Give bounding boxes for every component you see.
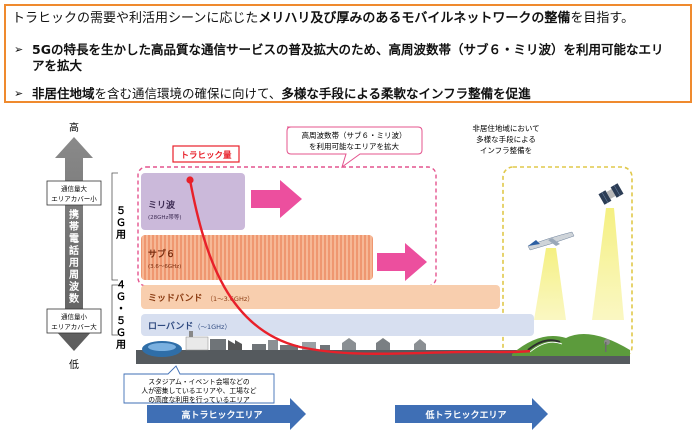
traffic-label: トラヒック量 [172,145,240,163]
stadium-callout-line-3: の高度な利用を行っているエリア [148,395,250,404]
high-traffic-area-arrow: 高トラヒックエリア [147,398,306,430]
frequency-axis-arrow [55,137,93,351]
high-traffic-area-label: 高トラヒックエリア [181,409,262,421]
expansion-callout-line-1: 高周波数帯（サブ６・ミリ波） [302,130,407,140]
label-5g: ５Ｇ用 [115,205,126,241]
headline-text-1: トラヒックの需要や利活用シーンに応じた [12,11,259,26]
top-box-line-2: エリアカバー小 [51,194,97,203]
headline: トラヒックの需要や利活用シーンに応じたメリハリ及び厚みのあるモバイルネットワーク… [12,10,688,27]
stadium-callout-line-1: スタジアム・イベント会場などの [148,377,250,386]
axis-top-label: 高 [69,121,79,134]
band-midband-range: （1～3.6GHz） [206,295,253,303]
low-traffic-area-arrow: 低トラヒックエリア [395,398,548,430]
sub6-expand-arrow [377,243,427,281]
bullet-arrow-icon: ➢ [14,43,24,56]
band-mmwave-name: ミリ波 [148,199,176,211]
band-lowband: ローバンド （～1GHz） [141,314,534,336]
bullet-2-plain: を含む通信環境の確保に向けて、 [94,86,282,101]
bullet-2-bold-a: 非居住地域 [32,86,95,101]
stadium-callout: スタジアム・イベント会場などの 人が密集しているエリアや、工場など の高度な利用… [123,365,275,404]
bullet-2-text: 非居住地域を含む通信環境の確保に向けて、多様な手段による柔軟なインフラ整備を促進 [32,86,672,102]
expansion-callout: 高周波数帯（サブ６・ミリ波） を利用可能なエリアを拡大 [286,126,423,169]
headline-text-2: を目指す。 [570,11,635,26]
aircraft-icon [527,231,575,251]
city-skyline-icon [142,331,426,357]
summary-box [4,4,692,103]
aircraft-coverage-beam [534,248,566,320]
bullet-2-bold-b: 多様な手段による柔軟なインフラ整備を促進 [281,86,531,101]
axis-vertical-label: 携帯電話用周波数 [68,208,80,305]
bullet-2: ➢ 非居住地域を含む通信環境の確保に向けて、多様な手段による柔軟なインフラ整備を… [14,86,674,102]
band-mmwave: ミリ波 (28GHz帯等) [141,173,245,230]
top-box-line-1: 通信量大 [61,184,88,193]
bottom-box-line-2: エリアカバー大 [51,322,97,331]
headline-bold: メリハリ及び厚みのあるモバイルネットワークの整備 [258,11,571,26]
band-sub6-name: サブ６ [148,248,175,260]
axis-top-box: 通信量大 エリアカバー小 [46,180,102,206]
bullet-arrow-icon: ➢ [14,87,24,100]
bottom-box-line-1: 通信量小 [61,312,88,321]
traffic-label-text: トラヒック量 [180,150,232,161]
traffic-curve [188,179,531,355]
rural-callout-line-3: インフラ整備を [480,145,532,155]
band-midband: ミッドバンド （1～3.6GHz） [141,285,500,309]
rural-callout-line-2: 多様な手段による [476,134,536,144]
axis-bottom-label: 低 [69,358,79,371]
low-traffic-area-label: 低トラヒックエリア [424,409,506,421]
axis-bottom-box: 通信量小 エリアカバー大 [46,308,102,334]
satellite-coverage-beam [592,208,624,320]
bullet-1-bold: 高周波数帯（サブ６・ミリ波）を利用可能なエリアを拡大 [32,42,664,73]
traffic-curve-point [186,176,194,184]
band-sub6-range: (3.6～6GHz) [148,264,181,270]
band-midband-name: ミッドバンド [148,293,202,304]
stadium-callout-line-2: 人が密集しているエリアや、工場など [141,386,256,395]
band-lowband-range: （～1GHz） [194,323,231,331]
mountain-icon [512,334,630,356]
high-band-expansion-region [137,166,437,287]
rural-callout: 非居住地域において 多様な手段による インフラ整備を [472,123,539,155]
rural-callout-line-1: 非居住地域において [472,123,539,133]
satellite-icon [598,183,624,205]
bullet-1: ➢ 5Gの特長を生かした高品質な通信サービスの普及拡大のため、高周波数帯（サブ６… [14,42,674,76]
mmwave-expand-arrow [251,180,302,218]
label-4g-5g: ４Ｇ・５Ｇ用 [115,279,126,351]
expansion-callout-line-2: を利用可能なエリアを拡大 [309,141,399,151]
bullet-1-text: 5Gの特長を生かした高品質な通信サービスの普及拡大のため、高周波数帯（サブ６・ミ… [32,42,672,74]
ground-strip [136,350,630,364]
bullet-1-plain: 5Gの特長を生かした高品質な通信サービスの普及拡大のため、 [32,42,389,57]
band-sub6: サブ６ (3.6～6GHz) [141,235,373,280]
band-mmwave-range: (28GHz帯等) [148,213,182,221]
band-lowband-name: ローバンド [148,321,193,332]
